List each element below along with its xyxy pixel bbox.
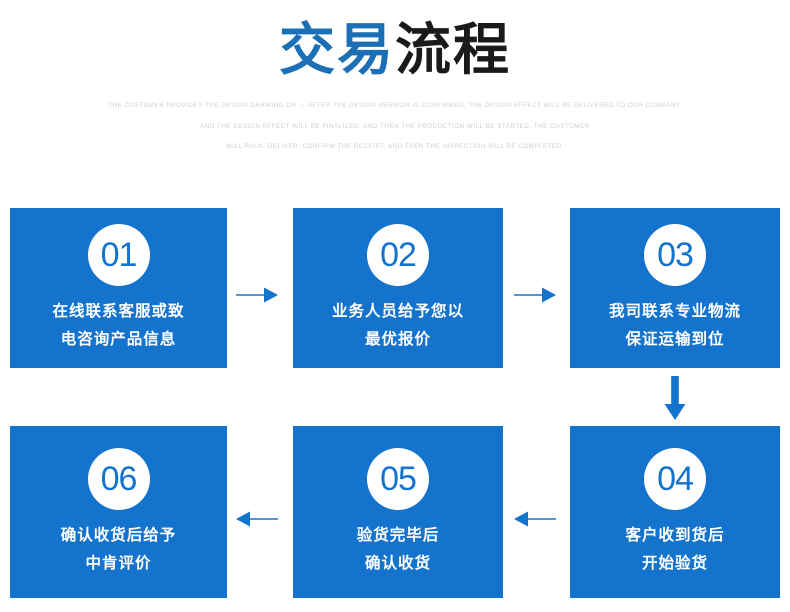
arrow-left-step4-to-step5-icon bbox=[512, 504, 558, 534]
step-label-04-line-2: 开始验货 bbox=[641, 555, 708, 572]
step-label-01-line-2: 电咨询产品信息 bbox=[60, 331, 177, 348]
step-label-05-line-2: 确认收货 bbox=[364, 555, 431, 572]
step-card-03[interactable]: 03 我司联系专业物流 保证运输到位 bbox=[570, 208, 780, 368]
page-title: 交易流程 bbox=[0, 18, 790, 82]
step-card-01[interactable]: 01 在线联系客服或致 电咨询产品信息 bbox=[10, 208, 227, 368]
step-label-06-line-2: 中肯评价 bbox=[85, 555, 152, 572]
step-card-04[interactable]: 04 客户收到货后 开始验货 bbox=[570, 426, 780, 598]
step-label-01-line-1: 在线联系客服或致 bbox=[52, 303, 185, 320]
flow-row-top: 01 在线联系客服或致 电咨询产品信息 02 业务人员给予您以 最优报价 0 bbox=[0, 208, 790, 368]
page-title-dark: 流程 bbox=[395, 18, 511, 81]
step-label-06-line-1: 确认收货后给予 bbox=[60, 527, 177, 544]
step-label-05-line-1: 验货完毕后 bbox=[356, 527, 440, 544]
page-title-blue: 交易 bbox=[279, 18, 395, 81]
arrow-down-step3-to-step4-icon bbox=[657, 374, 693, 424]
page-subtitle-line-1: THE CUSTOMER PROVIDES THE DESIGN DRAWING… bbox=[108, 102, 682, 109]
step-label-03-line-1: 我司联系专业物流 bbox=[608, 303, 741, 320]
step-number-badge-03: 03 bbox=[644, 224, 706, 286]
step-number-badge-02: 02 bbox=[367, 224, 429, 286]
step-label-03: 我司联系专业物流 保证运输到位 bbox=[570, 298, 780, 354]
step-card-06[interactable]: 06 确认收货后给予 中肯评价 bbox=[10, 426, 227, 598]
step-label-02-line-2: 最优报价 bbox=[364, 331, 431, 348]
step-label-02: 业务人员给予您以 最优报价 bbox=[293, 298, 503, 354]
step-label-05: 验货完毕后 确认收货 bbox=[293, 522, 503, 578]
step-card-05[interactable]: 05 验货完毕后 确认收货 bbox=[293, 426, 503, 598]
step-card-02[interactable]: 02 业务人员给予您以 最优报价 bbox=[293, 208, 503, 368]
step-number-badge-01: 01 bbox=[87, 224, 150, 286]
step-number-badge-04: 04 bbox=[644, 448, 706, 510]
page-header: 交易流程 THE CUSTOMER PROVIDES THE DESIGN DR… bbox=[0, 0, 790, 158]
page-subtitle-line-2: AND THE DESIGN EFFECT WILL BE FINALIZED,… bbox=[200, 122, 590, 130]
step-label-04-line-1: 客户收到货后 bbox=[625, 527, 725, 544]
arrow-right-step1-to-step2-icon bbox=[234, 280, 280, 310]
step-label-02-line-1: 业务人员给予您以 bbox=[331, 303, 464, 320]
page-subtitle: THE CUSTOMER PROVIDES THE DESIGN DRAWING… bbox=[0, 96, 790, 158]
step-label-03-line-2: 保证运输到位 bbox=[625, 331, 725, 348]
page-subtitle-line-3: WILL PACK, DELIVER, CONFIRM THE RECEIPT,… bbox=[225, 143, 564, 150]
step-label-06: 确认收货后给予 中肯评价 bbox=[10, 522, 227, 578]
process-flow-diagram: 01 在线联系客服或致 电咨询产品信息 02 业务人员给予您以 最优报价 0 bbox=[0, 208, 790, 598]
arrow-left-step5-to-step6-icon bbox=[234, 504, 280, 534]
step-number-badge-06: 06 bbox=[87, 448, 150, 510]
arrow-right-step2-to-step3-icon bbox=[512, 280, 558, 310]
step-number-badge-05: 05 bbox=[367, 448, 429, 510]
step-label-01: 在线联系客服或致 电咨询产品信息 bbox=[10, 298, 227, 354]
flow-row-bottom: 06 确认收货后给予 中肯评价 05 验货完毕后 确认收货 04 bbox=[0, 426, 790, 598]
step-label-04: 客户收到货后 开始验货 bbox=[570, 522, 780, 578]
